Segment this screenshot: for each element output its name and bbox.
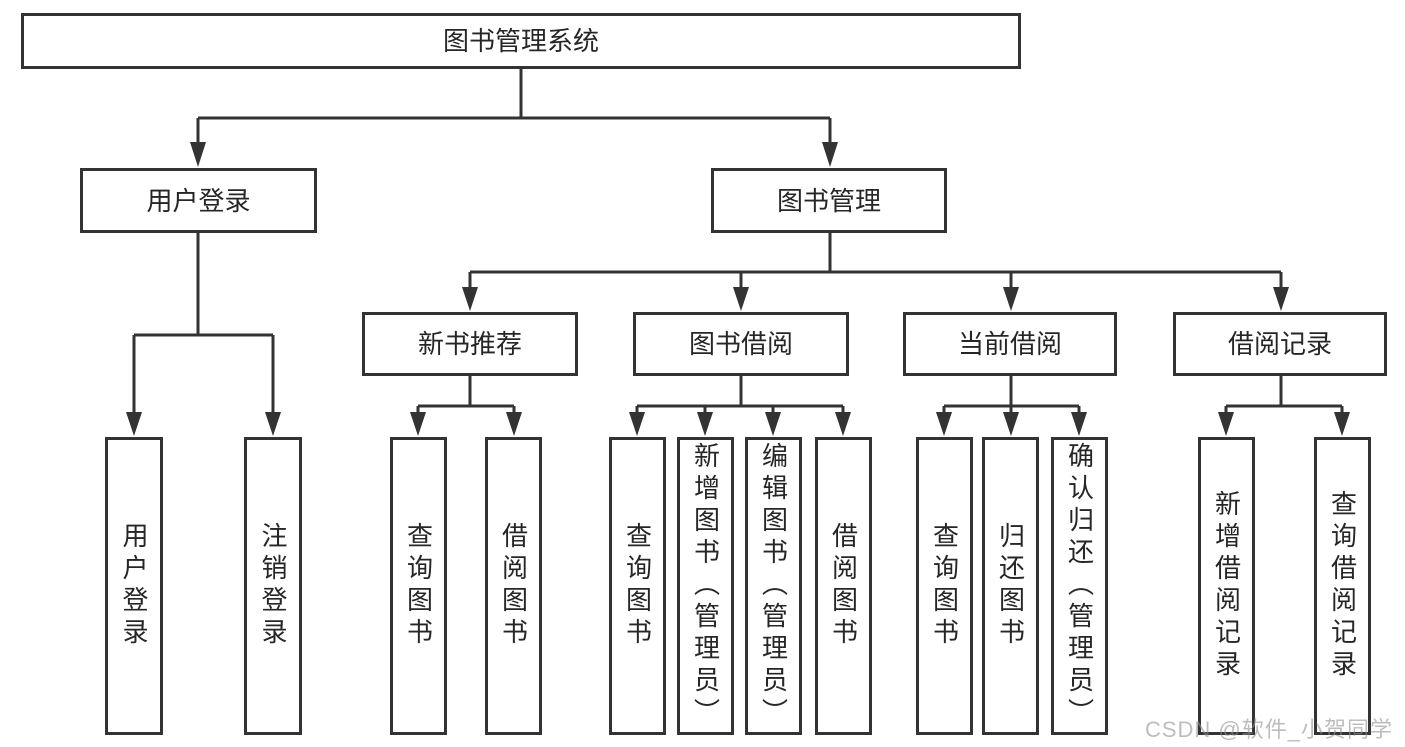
- node-borrow-records-label: 借阅记录: [1227, 329, 1332, 359]
- node-borrow-records: 借阅记录: [1173, 312, 1387, 376]
- node-root: 图书管理系统: [21, 13, 1021, 69]
- leaf-newbook-query-books-label: 查询图书: [403, 522, 434, 650]
- leaf-records-add-record-label: 新增借阅记录: [1211, 490, 1242, 682]
- node-current-borrow-label: 当前借阅: [957, 329, 1062, 359]
- leaf-current-confirm-return-admin-label: 确认归还（管理员）: [1064, 442, 1095, 730]
- leaf-logout-label: 注销登录: [258, 522, 288, 650]
- leaf-current-confirm-return-admin: 确认归还（管理员）: [1051, 437, 1108, 735]
- node-book-management: 图书管理: [711, 168, 947, 233]
- leaf-records-add-record: 新增借阅记录: [1198, 437, 1255, 735]
- node-book-borrow: 图书借阅: [633, 312, 849, 376]
- node-new-book-recommend: 新书推荐: [362, 312, 578, 376]
- leaf-current-query-books-label: 查询图书: [929, 522, 960, 650]
- leaf-borrow-query-books-label: 查询图书: [622, 522, 653, 650]
- leaf-borrow-edit-books-admin: 编辑图书（管理员）: [745, 437, 802, 735]
- leaf-current-return-books: 归还图书: [982, 437, 1039, 735]
- arrowheads: [126, 142, 1350, 436]
- leaf-user-login: 用户登录: [105, 437, 163, 735]
- leaf-current-return-books-label: 归还图书: [995, 522, 1026, 650]
- node-book-management-label: 图书管理: [776, 185, 881, 216]
- leaf-current-query-books: 查询图书: [916, 437, 973, 735]
- node-user-login-label: 用户登录: [146, 185, 251, 216]
- node-book-borrow-label: 图书借阅: [688, 329, 793, 359]
- leaf-newbook-borrow-books-label: 借阅图书: [498, 522, 529, 650]
- leaf-borrow-query-books: 查询图书: [609, 437, 666, 735]
- leaf-borrow-add-books-admin-label: 新增图书（管理员）: [690, 442, 721, 730]
- leaf-records-query-record: 查询借阅记录: [1314, 437, 1371, 735]
- node-root-label: 图书管理系统: [442, 26, 599, 56]
- node-current-borrow: 当前借阅: [903, 312, 1117, 376]
- leaf-borrow-borrow-books: 借阅图书: [815, 437, 872, 735]
- leaf-borrow-add-books-admin: 新增图书（管理员）: [677, 437, 734, 735]
- leaf-user-login-label: 用户登录: [119, 522, 149, 650]
- leaf-borrow-borrow-books-label: 借阅图书: [828, 522, 859, 650]
- leaf-records-query-record-label: 查询借阅记录: [1327, 490, 1358, 682]
- leaf-logout: 注销登录: [244, 437, 302, 735]
- node-user-login: 用户登录: [80, 168, 317, 233]
- node-new-book-recommend-label: 新书推荐: [417, 329, 522, 359]
- leaf-newbook-borrow-books: 借阅图书: [485, 437, 542, 735]
- csdn-watermark: CSDN @软件_小贺同学: [1144, 717, 1393, 742]
- leaf-borrow-edit-books-admin-label: 编辑图书（管理员）: [758, 442, 789, 730]
- leaf-newbook-query-books: 查询图书: [390, 437, 447, 735]
